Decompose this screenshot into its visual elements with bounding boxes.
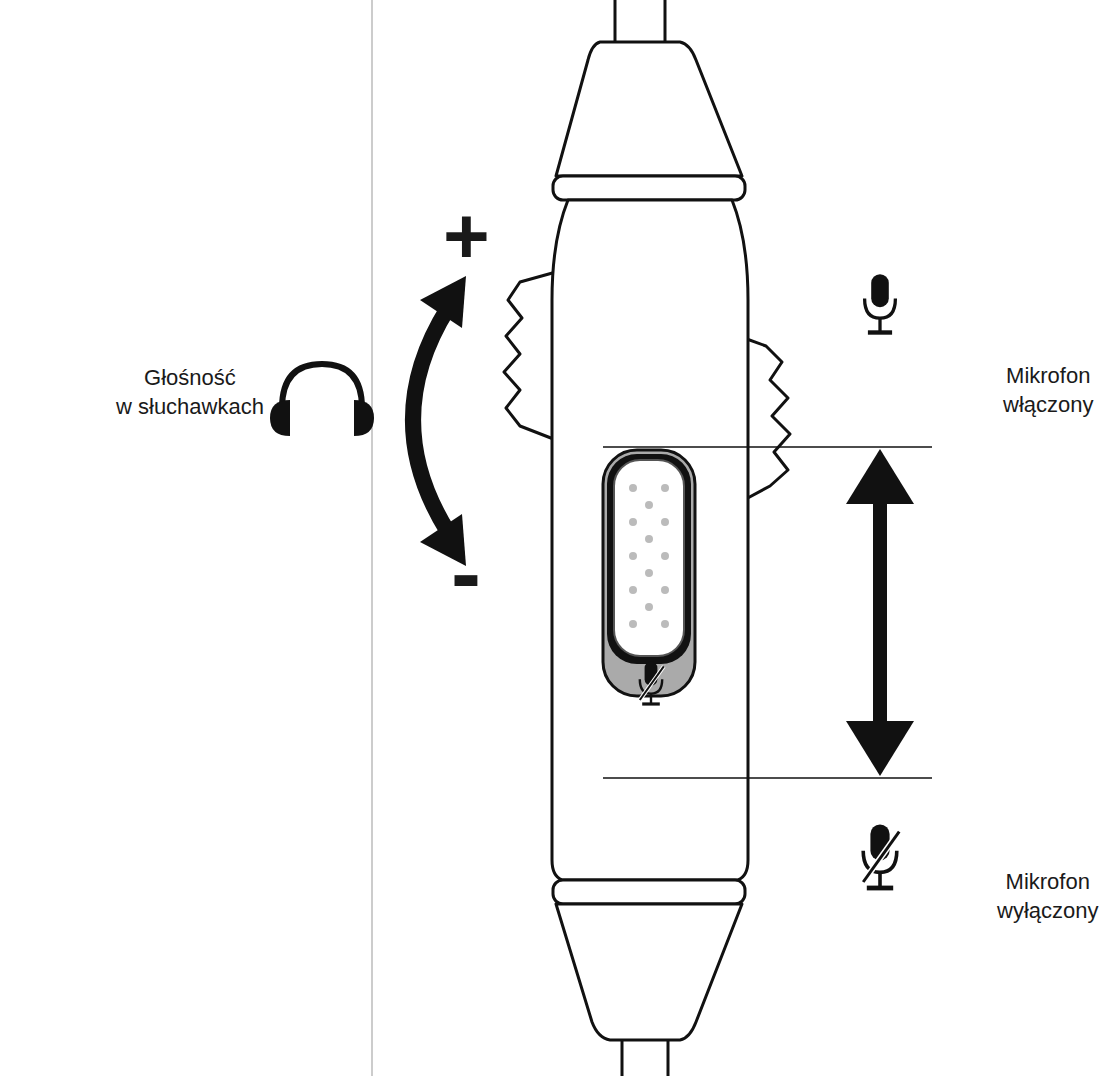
volume-curved-arrow	[413, 276, 466, 566]
mic-off-icon	[640, 662, 664, 704]
mic-on-icon	[865, 274, 896, 332]
mic-off-label: Mikrofon wyłączony	[997, 868, 1098, 925]
headphones-icon	[270, 364, 374, 436]
volume-plus-sign: +	[443, 196, 490, 276]
slider-range-arrow	[603, 447, 932, 778]
mic-off-icon	[863, 824, 899, 888]
guide-line	[371, 0, 373, 1076]
volume-label: Głośność w słuchawkach	[116, 364, 264, 421]
mute-slider	[603, 450, 695, 696]
volume-minus-sign: -	[451, 528, 481, 618]
mic-on-label: Mikrofon włączony	[1003, 362, 1093, 419]
remote-body	[504, 0, 790, 1076]
